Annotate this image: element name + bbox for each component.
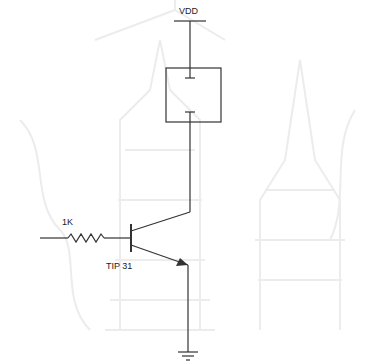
load-terminal [185,77,195,78]
transistor-base [130,224,132,252]
ground-symbol [186,359,190,360]
input-wire [40,237,68,238]
load-box [166,68,221,122]
transistor-collector [131,212,190,231]
wire [104,237,131,238]
resistor-symbol [68,234,104,242]
emitter-arrow [176,258,188,266]
load-terminal [189,112,190,122]
transistor-emitter [131,245,188,265]
part-number: TIP 31 [106,262,132,271]
ground-symbol [178,351,198,352]
supply-label: VDD [179,7,198,16]
resistor-value: 1K [62,218,73,227]
ground-symbol [182,355,194,356]
wire [187,265,188,352]
wire [189,21,190,68]
wire [189,122,190,212]
load-terminal [189,68,190,78]
